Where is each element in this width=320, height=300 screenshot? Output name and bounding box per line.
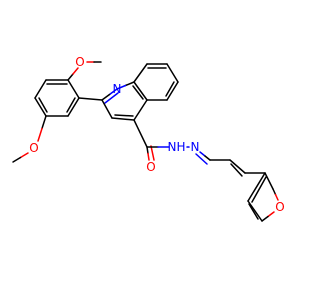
bond-c4a-c8a-double xyxy=(132,85,144,100)
bond-f5-f4-double xyxy=(248,203,259,220)
bond-o-methyl-left xyxy=(19,152,29,159)
bond-n-imine-c xyxy=(199,151,206,157)
methoxy-oxygen-left-label: O xyxy=(29,141,38,155)
bond-layer xyxy=(12,61,279,222)
bond-aryl-o-top xyxy=(67,73,74,81)
bond-n1-c2 xyxy=(108,88,118,96)
bond-aryl-o-left xyxy=(41,115,47,130)
bond-c5-c6 xyxy=(166,81,179,101)
molecule-structure: N O O O N H N O xyxy=(12,55,285,222)
bond-f4-f2 xyxy=(247,172,266,202)
atom-label-layer: N O O O N H N O xyxy=(29,55,284,214)
bond-carbonyl-o xyxy=(146,146,149,155)
bond-o-f5 xyxy=(261,215,269,222)
bond-aryl-o-top xyxy=(72,67,79,75)
methoxy-oxygen-top-label: O xyxy=(75,55,84,69)
carbonyl-oxygen-label: O xyxy=(146,160,155,174)
bond-n-imine-c xyxy=(204,155,211,161)
bond-n1-c2-double xyxy=(104,92,119,104)
bond-a6-a1-double xyxy=(66,97,76,113)
bond-a3-a4 xyxy=(34,79,47,99)
hydrazide-hydrogen-label: H xyxy=(176,140,185,154)
bond-n1-c2 xyxy=(101,93,111,101)
bond-c4-c4a xyxy=(133,99,148,121)
bond-c3-c4-double xyxy=(114,114,134,117)
bond-n-imine-c-double xyxy=(195,153,208,165)
bond-f3-o xyxy=(274,193,279,201)
bond-c4-carbonyl xyxy=(133,119,148,148)
bond-c2-aryl xyxy=(78,97,103,101)
bond-f5-f4 xyxy=(247,200,263,222)
bond-f3-o xyxy=(272,188,277,196)
bond-f4-f2-double xyxy=(251,176,267,203)
bond-carbonyl-o-double xyxy=(150,145,155,161)
bond-c3-c4 xyxy=(111,117,135,121)
bond-a4-a5 xyxy=(34,97,47,117)
bond-f2-f3 xyxy=(264,172,274,190)
hydrazide-nitrogen-label: N xyxy=(168,140,177,154)
bond-carbonyl-o xyxy=(147,152,150,161)
bond-o-methyl-left xyxy=(12,156,22,163)
bond-c8a-n1 xyxy=(116,84,127,90)
bond-a6-a1 xyxy=(67,97,80,117)
furan-oxygen-label: O xyxy=(275,200,284,214)
bond-a1-a2 xyxy=(67,79,80,99)
bond-c8-c8a xyxy=(133,63,148,83)
bond-c6-c7 xyxy=(166,63,179,83)
bond-c2-c3 xyxy=(101,99,113,119)
bond-o-f5 xyxy=(267,211,275,218)
imine-nitrogen-label: N xyxy=(191,140,200,154)
bond-vinyl xyxy=(229,159,246,174)
bond-vinyl-double xyxy=(230,163,243,177)
bond-c4a-c8a xyxy=(133,81,148,101)
bond-c8a-n1 xyxy=(124,81,135,87)
quinoline-nitrogen-label: N xyxy=(113,82,122,96)
bond-aryl-o-left xyxy=(37,127,43,142)
bond-c5-c6-double xyxy=(165,81,175,97)
bond-a4-a5-double xyxy=(38,97,48,113)
